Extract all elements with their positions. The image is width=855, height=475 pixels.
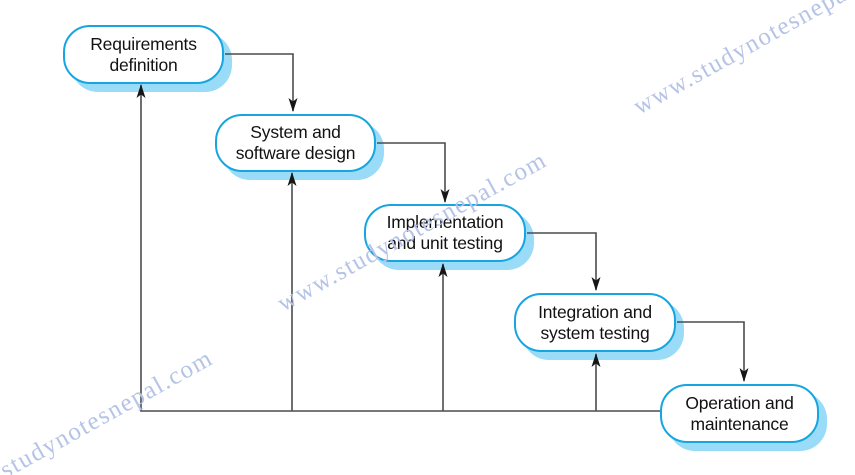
stage-operation-maintenance: Operation and maintenance	[660, 384, 819, 443]
arrow-integration-to-operation	[677, 321, 749, 382]
arrow-design-to-implementation	[377, 142, 450, 203]
stage-integration-system-testing: Integration and system testing	[514, 293, 676, 352]
stage-integration-system-testing-label: Integration and system testing	[538, 301, 652, 343]
watermark-top-right: www.studynotesnepal.com	[628, 0, 855, 121]
stage-implementation-unit-testing: Implementation and unit testing	[364, 204, 526, 262]
arrow-implementation-to-integration	[527, 232, 601, 291]
stage-requirements-definition: Requirements definition	[63, 25, 224, 84]
stage-system-software-design: System and software design	[215, 114, 376, 172]
stage-operation-maintenance-label: Operation and maintenance	[685, 392, 794, 434]
stage-requirements-definition-label: Requirements definition	[90, 33, 197, 75]
arrow-requirements-to-design	[225, 53, 298, 112]
stage-system-software-design-label: System and software design	[235, 122, 356, 163]
watermark-bottom-left: www.studynotesnepal.com	[0, 344, 218, 475]
stage-implementation-unit-testing-label: Implementation and unit testing	[386, 212, 504, 253]
